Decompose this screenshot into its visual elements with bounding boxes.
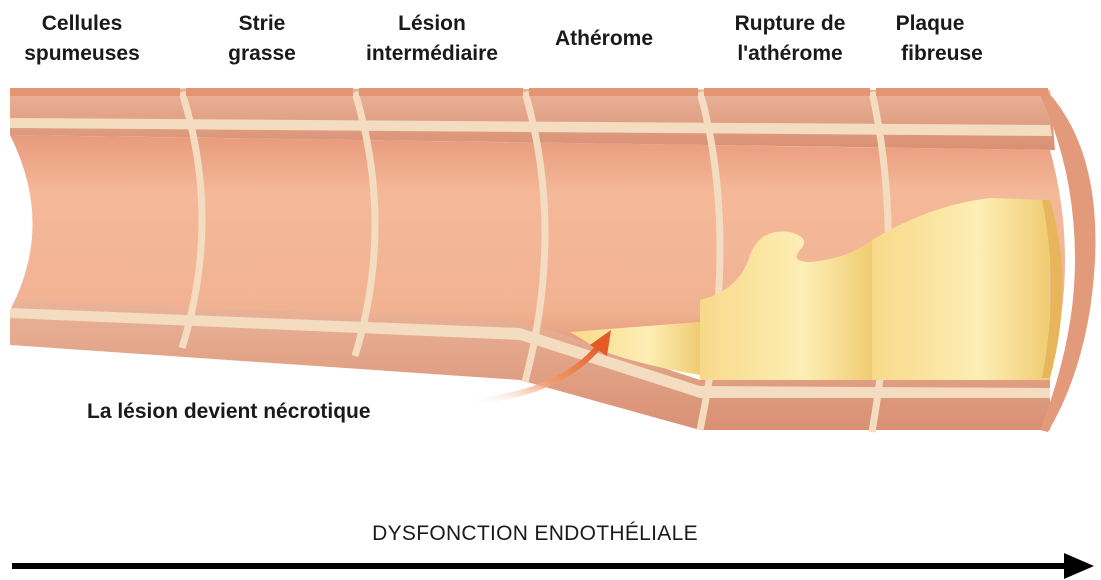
axis-label-endothelial-dysfunction: DYSFONCTION ENDOTHÉLIALE (372, 522, 698, 545)
stage-label-atheroma: Athérome (555, 27, 653, 50)
annotation-necrotic-text: La lésion devient nécrotique (87, 400, 371, 423)
segment-top-block-3 (359, 88, 523, 96)
stage-label-atheroma-rupture-line2: l'athérome (737, 42, 842, 65)
stage-label-atheroma-rupture-line1: Rupture de (735, 12, 846, 35)
segment-top-block-6 (876, 88, 1048, 96)
stage-label-foam-cells-line2: spumeuses (24, 42, 140, 65)
segment-top-block-5 (704, 88, 870, 96)
stage-label-fibrous-plaque-line1: Plaque (896, 12, 965, 35)
stage-label-fatty-streak-line1: Strie (239, 12, 286, 35)
axis-arrowhead-icon (1064, 553, 1094, 579)
segment-top-block-1 (10, 88, 180, 96)
segment-top-block-4 (529, 88, 698, 96)
stage-label-fibrous-plaque-line2: fibreuse (901, 42, 983, 65)
stage-labels: Cellules spumeuses Strie grasse Lésion i… (24, 12, 983, 65)
progression-axis: DYSFONCTION ENDOTHÉLIALE (12, 522, 1094, 579)
stage-label-fatty-streak-line2: grasse (228, 42, 296, 65)
stage-label-intermediate-lesion-line1: Lésion (398, 12, 466, 35)
stage-label-intermediate-lesion-line2: intermédiaire (366, 42, 498, 65)
segment-top-block-2 (186, 88, 353, 96)
stage-label-foam-cells-line1: Cellules (42, 12, 123, 35)
